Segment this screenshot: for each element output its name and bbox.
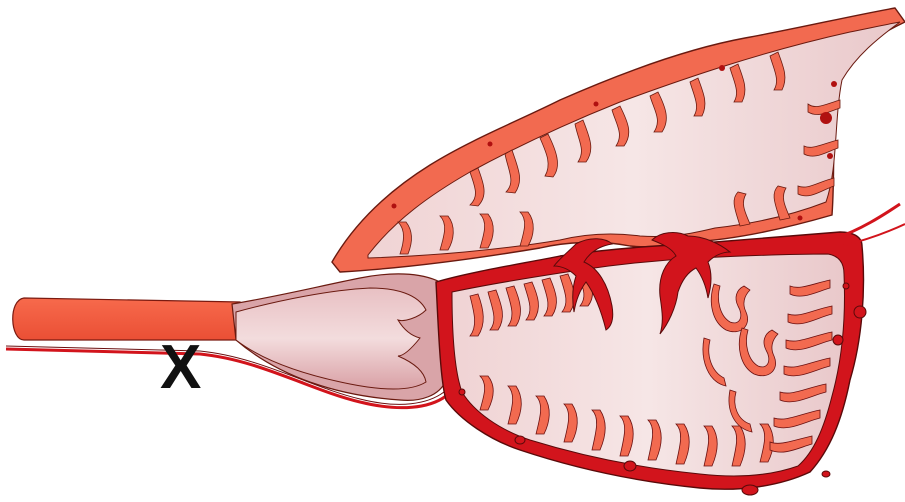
connecting-channel (232, 274, 446, 400)
x-marker: X (160, 333, 201, 402)
outgoing-vessel (836, 204, 900, 238)
vessel-tube-body (13, 298, 240, 340)
upper-chamber (332, 8, 905, 272)
